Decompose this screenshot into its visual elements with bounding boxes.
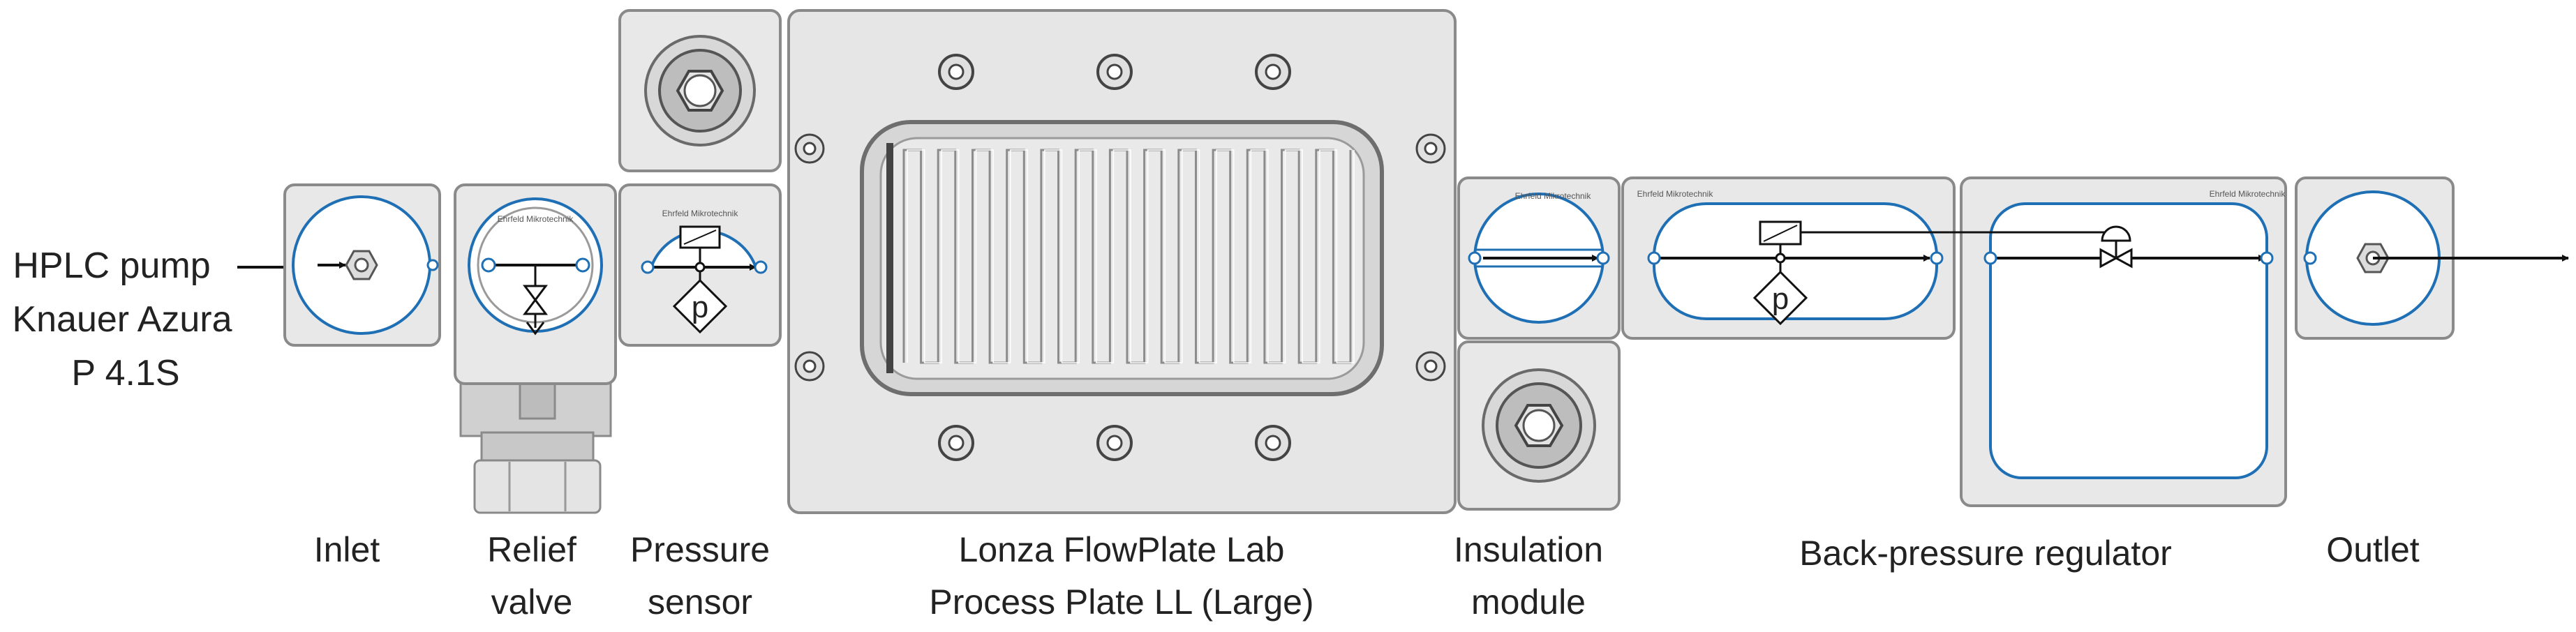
- engraving-text: Ehrfeld Mikrotechnik: [498, 214, 574, 224]
- flowplate-module[interactable]: [787, 9, 1457, 514]
- engraving-text: Ehrfeld Mikrotechnik: [1515, 191, 1592, 201]
- source-label-line1: HPLC pump: [13, 246, 210, 286]
- label-insulation-line1: Insulation: [1454, 530, 1603, 569]
- label-sensor-line2: sensor: [648, 582, 752, 622]
- insulation-module[interactable]: Ehrfeld Mikrotechnik: [1457, 176, 1621, 511]
- label-relief-line2: valve: [491, 582, 573, 622]
- pressure-sensor-module[interactable]: p Ehrfeld Mikrotechnik: [618, 9, 782, 347]
- label-sensor-line1: Pressure: [630, 530, 770, 569]
- label-flowplate-line2: Process Plate LL (Large): [929, 582, 1313, 622]
- engraving-text: Ehrfeld Mikrotechnik: [662, 209, 739, 218]
- relief-valve-module[interactable]: Ehrfeld Mikrotechnik: [454, 183, 617, 514]
- engraving-text: Ehrfeld Mikrotechnik: [2210, 189, 2286, 199]
- label-insulation-line2: module: [1471, 582, 1586, 622]
- meander-path: [902, 149, 1352, 364]
- back-pressure-regulator-module[interactable]: p Ehrfeld Mikrotechnik Ehrfeld Mikrotech…: [1621, 176, 2287, 507]
- side-bolts: [794, 133, 1446, 382]
- label-flowplate-line1: Lonza FlowPlate Lab: [959, 530, 1285, 569]
- label-inlet: Inlet: [314, 530, 380, 569]
- source-label-line2: Knauer Azura: [12, 299, 232, 340]
- pressure-symbol: p: [692, 290, 708, 324]
- bpr-pressure-symbol: p: [1772, 282, 1789, 316]
- module-labels: Inlet Relief valve Pressure sensor Lonza…: [314, 530, 2420, 622]
- label-relief-line1: Relief: [487, 530, 576, 569]
- label-bpr: Back-pressure regulator: [1799, 534, 2172, 573]
- meander-highlight: [907, 149, 1355, 363]
- bolt-row-top: [938, 54, 1291, 90]
- source-label: HPLC pump Knauer Azura P 4.1S: [12, 246, 232, 393]
- source-label-line3: P 4.1S: [71, 353, 179, 393]
- inlet-module[interactable]: [283, 183, 441, 347]
- engraving-text: Ehrfeld Mikrotechnik: [1637, 189, 1714, 199]
- meander-channel: [902, 149, 1355, 364]
- bolt-row-bottom: [938, 425, 1291, 461]
- label-outlet: Outlet: [2326, 530, 2420, 569]
